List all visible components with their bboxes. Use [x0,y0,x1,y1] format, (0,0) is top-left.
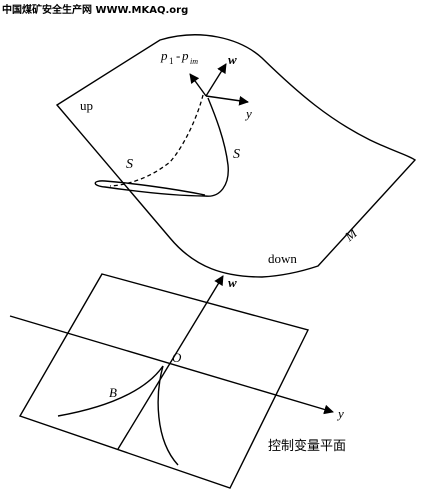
label-p1-pim: p 1 - p im [160,48,198,66]
bifurcation-left [57,365,164,417]
upper-axis-w [205,63,227,97]
label-lower-y: y [336,406,344,421]
watermark-text: 中国煤矿安全生产网 WWW.MKAQ.org [2,5,189,16]
label-p1-sub: 1 [169,56,174,66]
surface-outline [55,34,417,278]
control-plane [9,273,334,489]
label-upper-y: y [244,106,252,121]
bifurcation-right [157,365,179,466]
label-origin: O [172,350,182,365]
label-down: down [268,251,297,266]
label-pim: p [181,48,189,63]
cusp-surface [55,34,417,278]
label-B: B [109,385,117,400]
fold-curve-right [204,97,229,197]
lower-axis-y [9,315,334,415]
label-p1: p [160,48,168,63]
label-upper-w: w [228,52,237,67]
label-pim-sub: im [190,57,198,66]
label-M: M [341,225,361,245]
label-S-left: S [126,157,133,172]
label-up: up [80,98,93,113]
label-S-right: S [233,147,240,162]
plane-outline [18,273,310,489]
upper-axis-p [189,73,207,97]
plane-caption: 控制变量平面 [268,438,346,454]
upper-axis-y [205,95,249,106]
fold-curve-hidden [109,94,204,187]
label-lower-w: w [228,275,237,290]
label-dash: - [176,48,180,63]
lower-axis-w [117,275,224,450]
fold-lower-edge [94,180,206,197]
